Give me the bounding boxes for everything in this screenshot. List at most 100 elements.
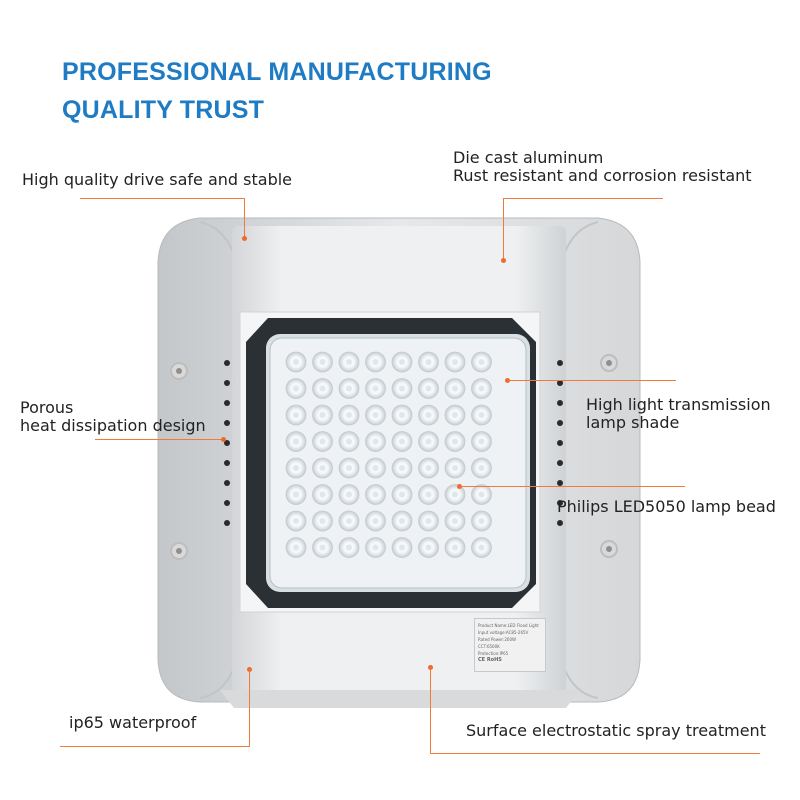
callout-porous-1: Porous: [20, 398, 74, 417]
led-bead: [425, 518, 432, 524]
led-bead: [346, 359, 352, 365]
vent-hole: [557, 380, 563, 386]
callout-line: [503, 198, 663, 199]
led-bead: [399, 438, 405, 445]
led-bead: [452, 465, 458, 471]
nameplate-line: Input voltage:AC85-265V: [478, 630, 529, 635]
vent-hole: [224, 520, 230, 526]
led-bead: [425, 385, 432, 392]
led-bead: [293, 518, 299, 524]
led-bead: [478, 465, 485, 471]
callout-dot: [501, 258, 506, 263]
led-bead: [293, 465, 299, 471]
led-bead: [372, 412, 379, 418]
led-bead: [399, 465, 405, 471]
callout-spray: Surface electrostatic spray treatment: [466, 721, 766, 740]
screw-icon: [170, 542, 188, 560]
led-bead: [346, 438, 352, 445]
callout-line: [95, 439, 222, 440]
callout-dot: [457, 484, 462, 489]
callout-die-cast-1: Die cast aluminum: [453, 148, 604, 167]
callout-line: [60, 746, 250, 747]
nameplate-line: Product Name:LED Flood Light: [478, 623, 539, 628]
led-bead: [293, 491, 299, 498]
led-bead: [478, 544, 485, 551]
led-bead: [293, 544, 299, 551]
led-bead: [372, 465, 379, 471]
led-bead: [372, 518, 379, 524]
led-bead: [372, 359, 379, 365]
led-bead: [478, 518, 485, 524]
led-bead: [452, 491, 458, 498]
vent-hole: [224, 460, 230, 466]
callout-shade-2: lamp shade: [586, 413, 680, 432]
vent-hole: [224, 400, 230, 406]
callout-shade-1: High light transmission: [586, 395, 771, 414]
vent-hole: [224, 480, 230, 486]
nameplate-line: CCT:6500K: [478, 644, 500, 649]
led-bead: [319, 385, 326, 392]
led-bead: [319, 491, 326, 498]
led-bead: [425, 491, 432, 498]
callout-line: [508, 380, 676, 381]
led-bead: [372, 491, 379, 498]
callout-waterproof: ip65 waterproof: [69, 713, 197, 732]
led-bead: [452, 438, 458, 445]
callout-line: [249, 669, 250, 747]
vent-hole: [557, 400, 563, 406]
led-bead: [372, 544, 379, 551]
callout-line: [460, 486, 685, 487]
led-bead: [372, 385, 379, 392]
callout-porous-2: heat dissipation design: [20, 416, 206, 435]
vent-hole: [557, 480, 563, 486]
callout-line: [80, 198, 245, 199]
led-bead: [425, 412, 432, 418]
led-bead: [346, 465, 352, 471]
led-bead: [452, 385, 458, 392]
led-bead: [293, 412, 299, 418]
nameplate-marks: CE RoHS: [478, 657, 502, 663]
nameplate-line: Rated Power:200W: [478, 637, 516, 642]
vent-hole: [557, 460, 563, 466]
led-bead: [293, 385, 299, 392]
vent-hole: [224, 440, 230, 446]
vent-hole: [557, 520, 563, 526]
callout-dot: [242, 236, 247, 241]
led-bead: [319, 412, 326, 418]
title-line-1: PROFESSIONAL MANUFACTURING: [62, 58, 492, 86]
screw-icon: [170, 362, 188, 380]
led-bead: [346, 385, 352, 392]
led-bead: [452, 412, 458, 418]
led-bead: [478, 359, 485, 365]
led-bead: [319, 544, 326, 551]
nameplate-label: Product Name:LED Flood Light Input volta…: [474, 618, 546, 672]
led-bead: [399, 412, 405, 418]
nameplate-line: Protection:IP65: [478, 651, 509, 656]
led-bead: [425, 359, 432, 365]
vent-hole: [557, 500, 563, 506]
led-bead: [399, 491, 405, 498]
vent-hole: [557, 420, 563, 426]
led-bead: [319, 438, 326, 445]
callout-dot: [505, 378, 510, 383]
led-bead: [452, 359, 458, 365]
callout-line: [244, 198, 245, 238]
callout-line: [503, 198, 504, 260]
led-bead: [372, 438, 379, 445]
led-bead: [452, 544, 458, 551]
led-bead: [346, 544, 352, 551]
led-bead: [478, 491, 485, 498]
led-bead: [478, 412, 485, 418]
callout-dot: [221, 437, 226, 442]
led-bead: [425, 438, 432, 445]
callout-line: [430, 667, 431, 754]
led-bead: [425, 465, 432, 471]
screw-icon: [600, 354, 618, 372]
led-bead: [478, 385, 485, 392]
led-bead: [319, 518, 326, 524]
callout-drive: High quality drive safe and stable: [22, 170, 293, 189]
led-bead: [346, 491, 352, 498]
vent-hole: [224, 360, 230, 366]
led-bead: [346, 518, 352, 524]
